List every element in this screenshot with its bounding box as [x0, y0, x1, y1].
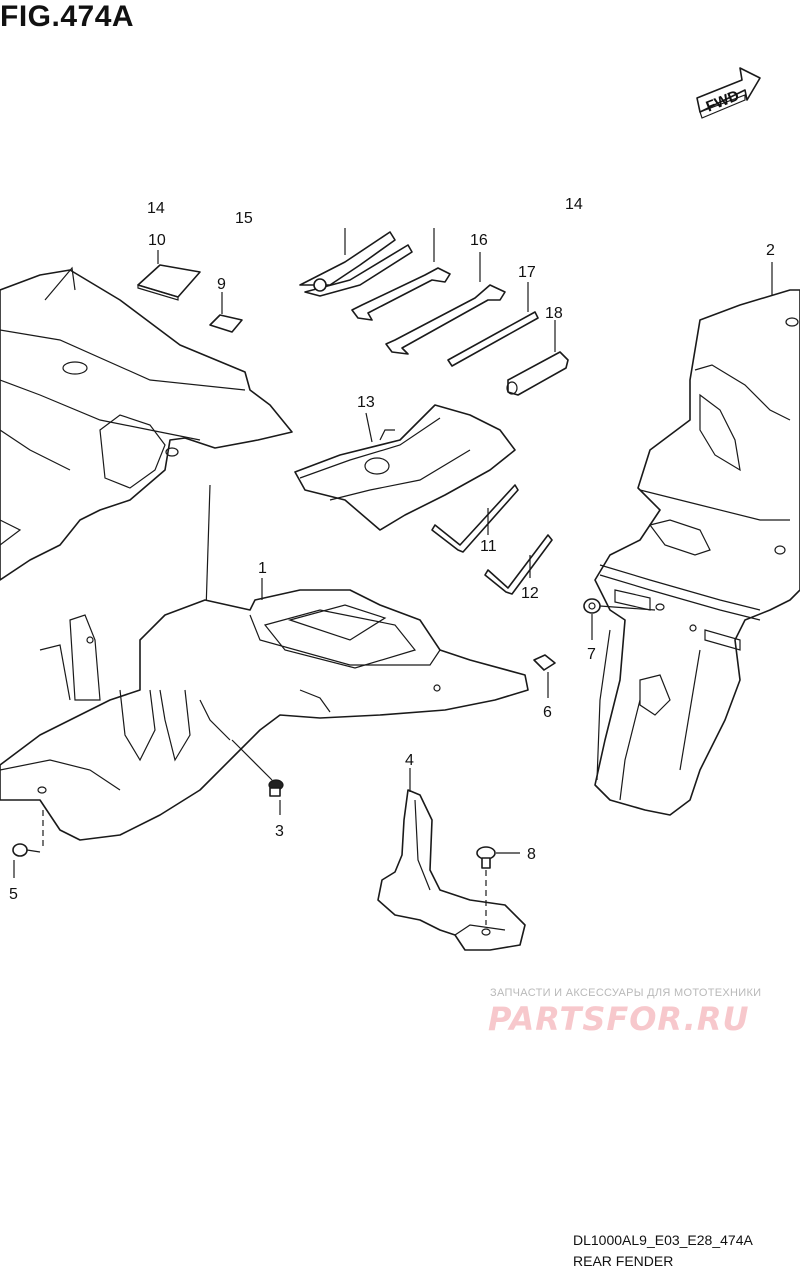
- screwdriver-shaft-17: [447, 282, 539, 367]
- figure-title: FIG.474A: [0, 0, 135, 33]
- callout-18: 18: [545, 305, 563, 322]
- clip-nut-6: [533, 654, 556, 698]
- wrench-small: [351, 228, 451, 321]
- callout-7: 7: [587, 646, 596, 663]
- rear-fender-inner: [0, 589, 529, 841]
- bolt-8: [476, 846, 520, 925]
- callout-15: 15: [235, 210, 253, 227]
- pad-9: [209, 292, 243, 333]
- callout-8: 8: [527, 846, 536, 863]
- callout-11: 11: [480, 538, 497, 555]
- fwd-arrow-icon: FWD: [696, 67, 761, 119]
- watermark-tagline: ЗАПЧАСТИ И АКСЕССУАРЫ ДЛЯ МОТОТЕХНИКИ: [490, 987, 762, 999]
- reflector-plate-10: [137, 250, 201, 301]
- callout-6: 6: [543, 704, 552, 721]
- fwd-label: FWD: [704, 87, 742, 116]
- seat-rail-fender-outline: [0, 266, 293, 581]
- callout-12: 12: [521, 585, 539, 602]
- rear-fender-2: [594, 262, 800, 816]
- callout-3: 3: [275, 823, 284, 840]
- watermark-logo: PARTSFOR.RU: [488, 1000, 750, 1038]
- bracket-4: [377, 768, 526, 951]
- hex-key-12: [484, 534, 553, 595]
- callout-2: 2: [766, 242, 775, 259]
- callout-5: 5: [9, 886, 18, 903]
- bolt-5: [12, 810, 44, 878]
- tool-bag-13: [294, 404, 516, 531]
- callout-1: 1: [258, 560, 267, 577]
- callout-4: 4: [405, 752, 414, 769]
- callout-17: 17: [518, 264, 536, 281]
- callout-10: 10: [148, 232, 166, 249]
- grommet-7: [583, 598, 656, 640]
- bolt-3: [231, 739, 284, 815]
- callout-9: 9: [217, 276, 226, 293]
- callout-16: 16: [470, 232, 488, 249]
- diagram-name: REAR FENDER: [573, 1253, 674, 1269]
- pliers-tool: [299, 228, 413, 297]
- hex-key-11: [431, 484, 519, 553]
- callout-14b: 14: [565, 196, 583, 213]
- callout-13: 13: [357, 394, 375, 411]
- diagram-code: DL1000AL9_E03_E28_474A: [573, 1232, 753, 1248]
- wrench-16: [385, 252, 506, 355]
- screwdriver-handle-18: [506, 320, 569, 396]
- callout-14: 14: [147, 200, 165, 217]
